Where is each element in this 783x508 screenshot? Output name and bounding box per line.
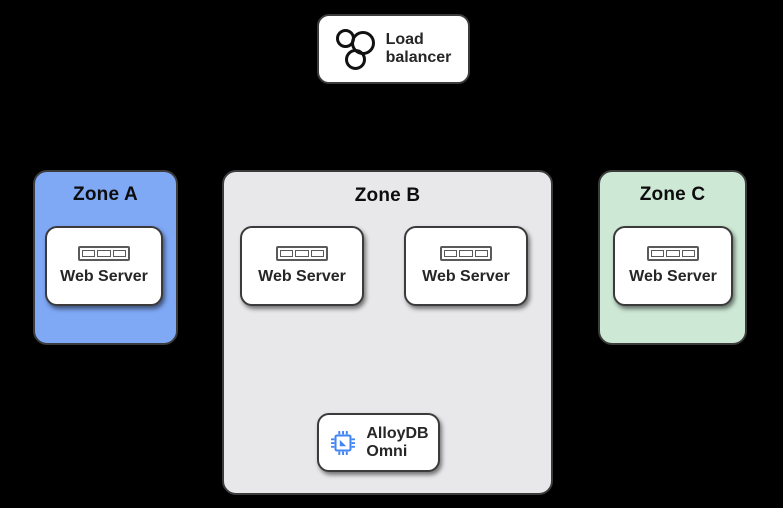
zone-b-web-server-2-label: Web Server	[422, 268, 510, 286]
zone-b-web-server-1-label: Web Server	[258, 268, 346, 286]
chip-icon	[331, 430, 356, 455]
zone-b-web-server-1-node[interactable]: Web Server	[240, 226, 364, 306]
zone-c-web-server-label: Web Server	[629, 268, 717, 286]
server-rack-icon	[647, 246, 699, 262]
load-balancer-node[interactable]: Load balancer	[317, 14, 470, 84]
zone-a-web-server-node[interactable]: Web Server	[45, 226, 163, 306]
server-rack-icon	[276, 246, 328, 262]
zone-a-title: Zone A	[73, 184, 138, 205]
three-circles-icon	[335, 28, 376, 70]
alloydb-omni-node[interactable]: AlloyDB Omni	[317, 413, 440, 472]
zone-a-web-server-label: Web Server	[60, 268, 148, 286]
alloydb-omni-label: AlloyDB Omni	[366, 424, 429, 460]
server-rack-icon	[440, 246, 492, 262]
zone-c-web-server-node[interactable]: Web Server	[613, 226, 733, 306]
zone-b-title: Zone B	[354, 185, 421, 206]
server-rack-icon	[78, 246, 130, 262]
zone-b-web-server-2-node[interactable]: Web Server	[404, 226, 528, 306]
zone-c-title: Zone C	[639, 184, 706, 205]
load-balancer-label: Load balancer	[385, 31, 452, 66]
